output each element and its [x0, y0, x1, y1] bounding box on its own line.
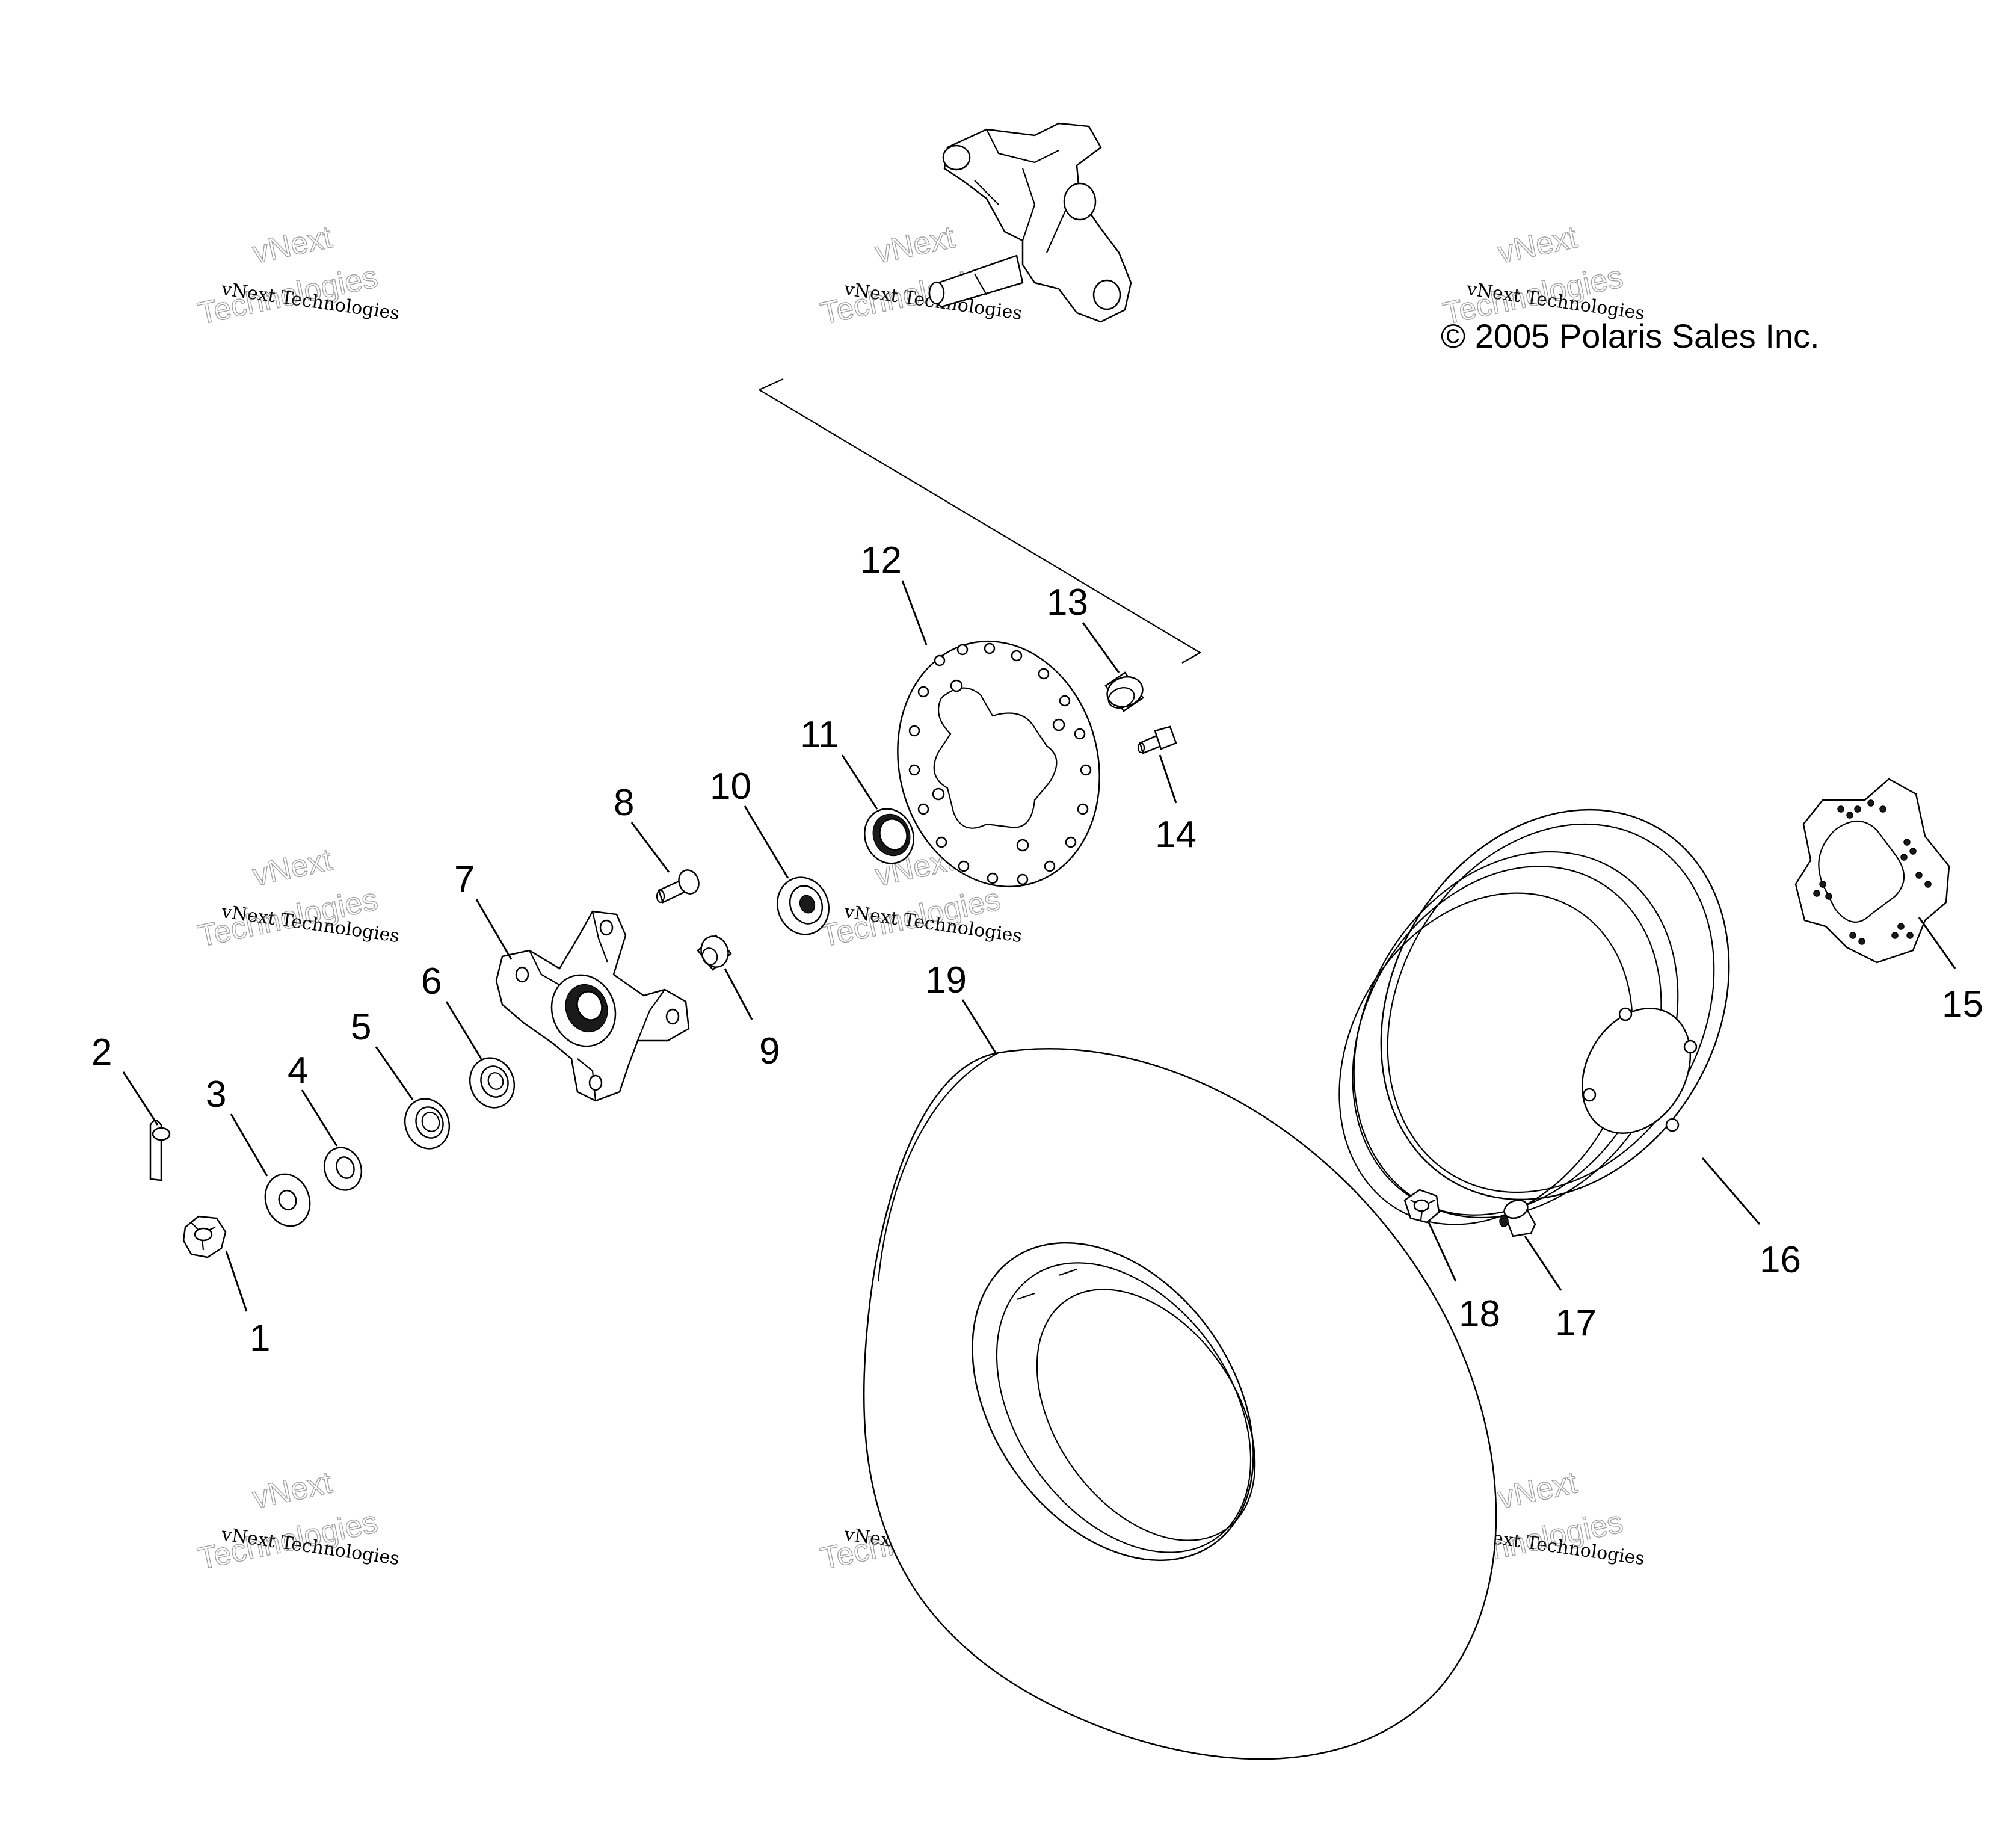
- lug-nut: [1403, 1189, 1440, 1224]
- bushing: [697, 934, 732, 971]
- watermark: vNext Technologies vNext Technologies: [194, 1465, 401, 1577]
- leader-line-5: [375, 1046, 414, 1100]
- svg-text:vNext: vNext: [250, 842, 336, 893]
- callout-4: 4: [288, 1050, 308, 1091]
- seal: [864, 808, 914, 864]
- bolt: [1137, 725, 1177, 754]
- spacer: [323, 1147, 363, 1191]
- wheel-stud: [656, 869, 700, 904]
- leader-line-13: [1082, 622, 1120, 673]
- valve-stem: [1499, 1199, 1536, 1237]
- steering-knuckle: [928, 122, 1132, 323]
- callout-19: 19: [925, 959, 967, 1001]
- watermark: vNext Technologies vNext Technologies: [1440, 220, 1646, 332]
- brake-disc: [897, 640, 1100, 888]
- callout-10: 10: [710, 766, 751, 807]
- leader-line-16: [1701, 1157, 1761, 1225]
- svg-text:vNext: vNext: [872, 220, 958, 270]
- callout-13: 13: [1047, 582, 1088, 623]
- castle-nut: [182, 1215, 227, 1258]
- svg-text:Technologies: Technologies: [195, 882, 381, 954]
- tire: [863, 1048, 1497, 1760]
- cotter-pin: [149, 1120, 171, 1181]
- assembly-bracket-line: [759, 389, 1202, 664]
- callout-1: 1: [250, 1317, 270, 1359]
- wheel-rim: [1338, 808, 1730, 1225]
- callout-9: 9: [759, 1030, 780, 1072]
- callout-8: 8: [614, 782, 634, 824]
- leader-line-9: [724, 968, 753, 1020]
- leader-line-17: [1524, 1236, 1562, 1291]
- svg-text:vNext: vNext: [1495, 1465, 1581, 1515]
- svg-text:Technologies: Technologies: [195, 1505, 381, 1577]
- watermark: vNext Technologies vNext Technologies: [194, 842, 401, 955]
- callout-18: 18: [1459, 1293, 1500, 1335]
- washer: [264, 1173, 311, 1227]
- callout-15: 15: [1942, 984, 1983, 1025]
- bearing: [469, 1057, 516, 1109]
- leader-line-3: [230, 1113, 268, 1177]
- callout-12: 12: [860, 540, 902, 581]
- callout-11: 11: [800, 714, 839, 756]
- callout-labels: 1 2 3 4 5 6 7 8 9 10 11 12 13 14 15 16 1…: [91, 540, 1983, 1359]
- seal: [404, 1098, 451, 1150]
- leader-line-10: [744, 805, 789, 879]
- leader-line-1: [225, 1251, 248, 1312]
- disc-holes: [908, 642, 1092, 886]
- leader-line-11: [841, 754, 878, 810]
- assembly-bracket-line: [759, 378, 784, 391]
- leader-line-15: [1918, 917, 1956, 969]
- svg-text:vNext: vNext: [1495, 220, 1581, 270]
- callout-16: 16: [1760, 1239, 1801, 1281]
- leader-line-12: [901, 580, 928, 645]
- svg-text:vNext: vNext: [250, 220, 336, 270]
- leader-line-2: [122, 1071, 159, 1126]
- hub-plate: [1794, 778, 1950, 964]
- plate-holes: [1813, 799, 1932, 945]
- leader-line-18: [1428, 1222, 1457, 1282]
- callout-7: 7: [454, 858, 475, 900]
- leader-lines: [122, 580, 1956, 1312]
- callout-5: 5: [351, 1006, 371, 1048]
- leader-line-4: [301, 1089, 338, 1147]
- callout-17: 17: [1555, 1302, 1597, 1344]
- callout-14: 14: [1155, 814, 1197, 855]
- callout-2: 2: [91, 1032, 112, 1073]
- bearing: [777, 876, 830, 935]
- svg-text:vNext: vNext: [250, 1465, 336, 1515]
- collar: [1104, 671, 1144, 712]
- leader-line-14: [1159, 754, 1177, 804]
- watermark: vNext Technologies vNext Technologies: [194, 220, 401, 332]
- leader-line-6: [445, 1001, 482, 1059]
- callout-6: 6: [421, 961, 442, 1002]
- svg-text:Technologies: Technologies: [195, 259, 381, 331]
- wheel-hub: [495, 910, 690, 1102]
- leader-line-8: [630, 822, 670, 873]
- svg-text:Technologies: Technologies: [818, 882, 1003, 954]
- callout-3: 3: [206, 1074, 226, 1115]
- leader-line-19: [961, 999, 997, 1053]
- leader-line-7: [475, 899, 513, 960]
- copyright-text: © 2005 Polaris Sales Inc.: [1441, 317, 1820, 355]
